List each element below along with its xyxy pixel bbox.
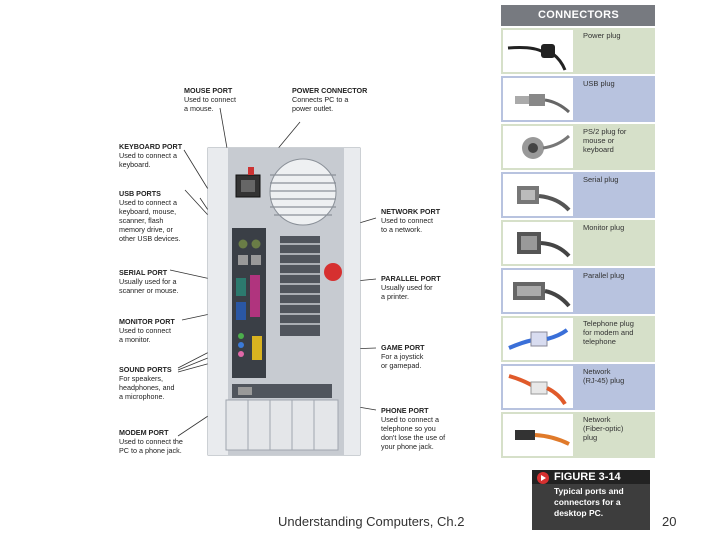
monitor-plug-icon <box>503 222 573 264</box>
serial-port-desc: Usually used for a scanner or mouse. <box>119 277 179 295</box>
monitor-port-desc: Used to connect a monitor. <box>119 326 171 344</box>
serial-port-label: SERIAL PORT Usually used for a scanner o… <box>119 268 179 295</box>
network-port-icon <box>324 263 342 281</box>
connector-row-monitor: Monitor plug <box>501 220 655 266</box>
connector-label-power: Power plug <box>583 31 621 40</box>
usb-ports-label: USB PORTS Used to connect a keyboard, mo… <box>119 189 181 243</box>
connector-label-network-rj45: Network (RJ-45) plug <box>583 367 625 385</box>
connector-label-monitor: Monitor plug <box>583 223 625 232</box>
connector-row-usb: USB plug <box>501 76 655 122</box>
connector-row-parallel: Parallel plug <box>501 268 655 314</box>
sound-ports-title: SOUND PORTS <box>119 365 172 374</box>
mouse-port-icon <box>238 239 248 249</box>
arrow-icon <box>537 472 549 484</box>
network-plug-icon <box>503 366 573 408</box>
sound-ports-desc: For speakers, headphones, and a micropho… <box>119 374 175 401</box>
keyboard-port-title: KEYBOARD PORT <box>119 142 183 151</box>
parallel-port-title: PARALLEL PORT <box>381 274 441 283</box>
phone-port-title: PHONE PORT <box>381 406 429 415</box>
usb-plug-icon <box>503 78 573 120</box>
connector-row-fiber: Network (Fiber-optic) plug <box>501 412 655 458</box>
serial-plug-icon <box>503 174 573 216</box>
parallel-plug-icon <box>503 270 573 312</box>
usb-ports-desc: Used to connect a keyboard, mouse, scann… <box>119 198 181 243</box>
game-port-desc: For a joystick or gamepad. <box>381 352 424 370</box>
connector-row-telephone: Telephone plug for modem and telephone <box>501 316 655 362</box>
connectors-panel: CONNECTORS Power plug USB plug PS/2 plug… <box>501 5 655 465</box>
connector-row-power: Power plug <box>501 28 655 74</box>
sound-ports-icon <box>238 333 244 339</box>
connector-label-fiber: Network (Fiber-optic) plug <box>583 415 624 442</box>
page-number: 20 <box>662 514 677 529</box>
fiber-optic-plug-icon <box>503 414 573 456</box>
figure-number: FIGURE 3-14 <box>554 471 621 483</box>
footer-text: Understanding Computers, Ch.2 <box>278 514 465 529</box>
phone-port-desc: Used to connect a telephone so you don't… <box>381 415 446 451</box>
connector-row-ps2: PS/2 plug for mouse or keyboard <box>501 124 655 170</box>
connector-label-telephone: Telephone plug for modem and telephone <box>583 319 634 346</box>
connector-label-usb: USB plug <box>583 79 615 88</box>
figure-caption-box <box>532 484 650 530</box>
telephone-plug-icon <box>503 318 573 360</box>
figure-caption: FIGURE 3-14 Typical ports and connectors… <box>532 470 650 530</box>
connector-row-network-rj45: Network (RJ-45) plug <box>501 364 655 410</box>
keyboard-port-label: KEYBOARD PORT Used to connect a keyboard… <box>119 142 182 169</box>
network-port-label: NETWORK PORT Used to connect to a networ… <box>381 207 440 234</box>
modem-port-title: MODEM PORT <box>119 428 169 437</box>
usb-ports-icon <box>238 255 248 265</box>
keyboard-port-desc: Used to connect a keyboard. <box>119 151 177 169</box>
game-port-label: GAME PORT For a joystick or gamepad. <box>381 343 425 370</box>
figure-caption-text: Typical ports and connectors for a deskt… <box>554 486 624 518</box>
sound-ports-label: SOUND PORTS For speakers, headphones, an… <box>119 365 175 401</box>
modem-port-icon <box>238 387 252 395</box>
network-port-desc: Used to connect to a network. <box>381 216 433 234</box>
parallel-port-icon <box>250 275 260 317</box>
parallel-port-label: PARALLEL PORT Usually used for a printer… <box>381 274 441 301</box>
monitor-port-title: MONITOR PORT <box>119 317 175 326</box>
monitor-port-icon <box>236 302 246 320</box>
connector-label-ps2: PS/2 plug for mouse or keyboard <box>583 127 627 154</box>
serial-port-title: SERIAL PORT <box>119 268 168 277</box>
phone-port-label: PHONE PORT Used to connect a telephone s… <box>381 406 445 451</box>
parallel-port-desc: Usually used for a printer. <box>381 283 433 301</box>
mouse-port-label: MOUSE PORT Used to connect a mouse. <box>184 86 236 113</box>
connector-label-parallel: Parallel plug <box>583 271 625 280</box>
modem-port-label: MODEM PORT Used to connect the PC to a p… <box>119 428 183 455</box>
connector-label-serial: Serial plug <box>583 175 619 184</box>
game-port-title: GAME PORT <box>381 343 425 352</box>
network-port-title: NETWORK PORT <box>381 207 441 216</box>
game-port-icon <box>252 336 262 360</box>
power-connector-title: POWER CONNECTOR <box>292 86 368 95</box>
connectors-header: CONNECTORS <box>501 5 655 26</box>
power-connector-desc: Connects PC to a power outlet. <box>292 95 349 113</box>
mouse-port-desc: Used to connect a mouse. <box>184 95 236 113</box>
power-connector-label: POWER CONNECTOR Connects PC to a power o… <box>292 86 367 113</box>
keyboard-port-icon <box>251 239 261 249</box>
connector-row-serial: Serial plug <box>501 172 655 218</box>
modem-port-desc: Used to connect the PC to a phone jack. <box>119 437 183 455</box>
monitor-port-label: MONITOR PORT Used to connect a monitor. <box>119 317 175 344</box>
mouse-port-title: MOUSE PORT <box>184 86 233 95</box>
ps2-plug-icon <box>503 126 573 168</box>
power-plug-icon <box>503 30 573 72</box>
serial-port-icon <box>236 278 246 296</box>
usb-ports-title: USB PORTS <box>119 189 161 198</box>
